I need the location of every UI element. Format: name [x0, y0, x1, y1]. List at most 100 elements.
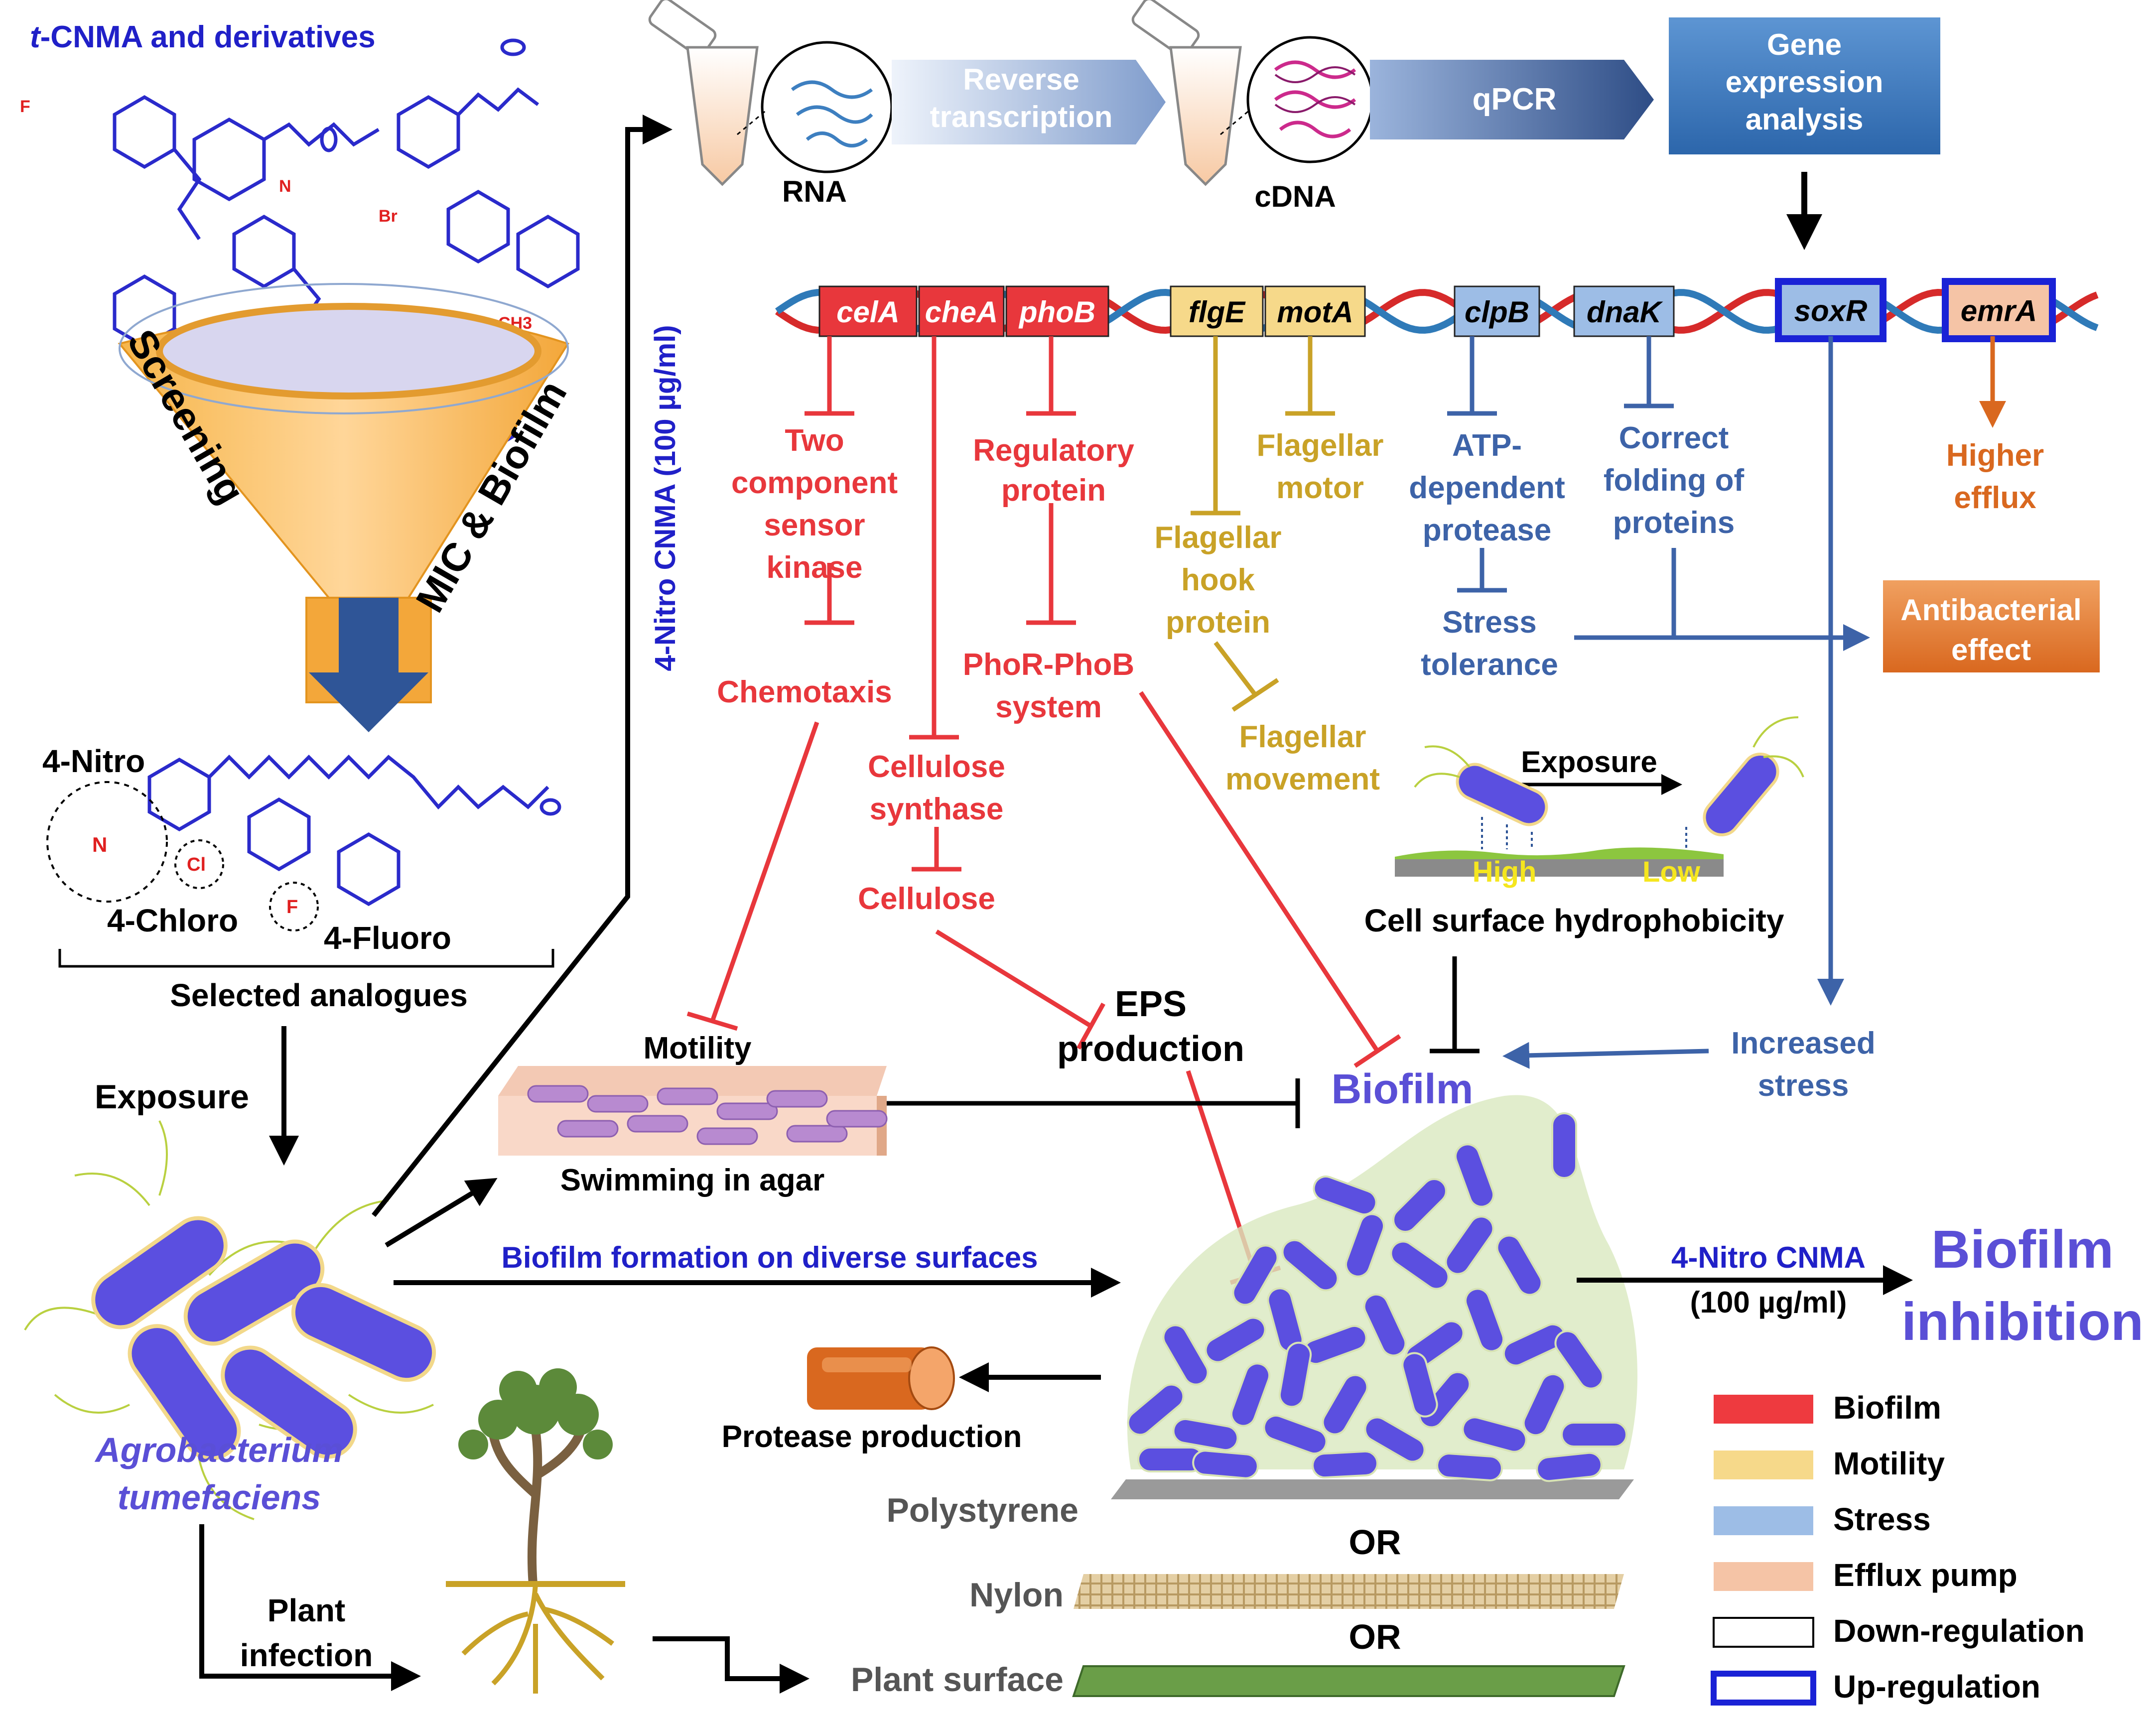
- biofilm-bacterium: [1390, 1240, 1450, 1290]
- two-component-line3: sensor: [764, 508, 865, 542]
- fluoro-highlight: [269, 882, 319, 931]
- qpcr-arrow: [1370, 60, 1654, 139]
- biofilm-formation-label: Biofilm formation on diverse surfaces: [502, 1241, 1038, 1274]
- gene-name: cheA: [925, 295, 998, 329]
- bacterium-cell: [128, 1324, 241, 1460]
- biofilm-bacterium: [1392, 1178, 1447, 1233]
- funnel-mouth: [156, 303, 541, 399]
- biofilm-bacterium: [1232, 1244, 1279, 1306]
- enal-chain: [457, 87, 539, 116]
- benzene-ring: [232, 214, 296, 289]
- fluoro-analogue-label: 4-Fluoro: [324, 920, 451, 956]
- legend-item: Stress: [1714, 1501, 1931, 1537]
- hydro-surface: [1395, 857, 1724, 877]
- gene-box: [918, 285, 1005, 337]
- stress-to-biofilm-arrow: [1502, 1042, 1709, 1069]
- biofilm-bacterium: [1496, 1234, 1543, 1296]
- bacterium-cell: [291, 1283, 436, 1382]
- funnel-rim: [119, 283, 569, 414]
- f-atom: F: [286, 897, 298, 918]
- biofilm-bacterium: [1322, 1374, 1368, 1436]
- flagellar-hook-line2: hook: [1181, 563, 1255, 597]
- biofilm-bacterium: [1312, 1450, 1378, 1479]
- biofilm-bacterium: [1561, 1422, 1627, 1448]
- cdna-strands: [1274, 60, 1356, 138]
- protease-label: Protease production: [722, 1420, 1022, 1454]
- inhibit-chemotaxis: [805, 563, 854, 625]
- biofilm-bacterium: [1230, 1362, 1271, 1427]
- biofilm-bacterium: [1278, 1341, 1312, 1408]
- bacterium-cell: [183, 1239, 325, 1346]
- bromo-atom: Br: [379, 207, 398, 226]
- gene-phoB: phoB: [1005, 285, 1109, 337]
- cl-atom: Cl: [187, 854, 206, 875]
- inhibit-biofilm-phor: [1139, 691, 1401, 1068]
- benzene-ring: [192, 117, 266, 202]
- exposure-label: Exposure: [95, 1078, 249, 1116]
- agar-bacterium: [766, 1090, 828, 1108]
- two-component-line2: component: [731, 466, 898, 500]
- biofilm-bacterium: [1172, 1418, 1239, 1451]
- legend-item: Biofilm: [1714, 1390, 1941, 1426]
- flagellar-movement-line1: Flagellar: [1239, 720, 1366, 754]
- legend-swatch: [1714, 1395, 1813, 1424]
- analogue-structures: [147, 755, 561, 907]
- motility-pathway: [1191, 336, 1335, 712]
- biofilm-bacterium: [1127, 1383, 1185, 1436]
- cellulose-synthase-line1: Cellulose: [868, 750, 1005, 784]
- chemotaxis-label: Chemotaxis: [717, 675, 892, 709]
- fluoro-atom: F: [20, 97, 30, 116]
- rna-strands: [791, 80, 873, 147]
- folding-line2: folding of: [1604, 463, 1745, 498]
- gene-box: [1573, 285, 1675, 337]
- antibacterial-effect-box: [1883, 580, 2100, 672]
- gene-box: [1170, 285, 1264, 337]
- legend-label: Biofilm: [1833, 1390, 1941, 1426]
- screening-funnel: Screening MIC & Biofilm: [118, 283, 575, 732]
- inhibit-stress-tolerance: [1457, 548, 1507, 593]
- biofilm-bacterium: [1454, 1143, 1495, 1208]
- motility-pathway-labels: Flagellar motor Flagellar hook protein F…: [1155, 428, 1384, 796]
- benzene-ring: [113, 95, 176, 169]
- benzene-ring: [516, 214, 580, 289]
- aldehyde-o: [539, 798, 561, 816]
- cdna-tube: [1131, 0, 1374, 186]
- eps-line1: EPS: [1115, 984, 1187, 1024]
- inhibit-eps: [935, 929, 1105, 1050]
- gene-box: [1942, 278, 2056, 342]
- hydro-flagella: [1414, 716, 1804, 788]
- hydrophobicity-panel: Exposure High Low Cell surface hydrophob…: [1364, 716, 1804, 1054]
- legend-label: Down-regulation: [1833, 1613, 2085, 1649]
- gene-clpB: clpB: [1454, 285, 1540, 337]
- biofilm-bacterium: [1436, 1452, 1503, 1481]
- legend-item: Efflux pump: [1714, 1557, 2018, 1593]
- qpcr-label: qPCR: [1473, 82, 1557, 117]
- hydro-bacterium-low: [1703, 753, 1779, 836]
- organism-name-line2: tumefaciens: [118, 1478, 321, 1517]
- rna-label: RNA: [782, 175, 847, 208]
- flagellar-motor-line2: motor: [1276, 471, 1364, 505]
- treatment-vertical-label: 4-Nitro CNMA (100 µg/ml): [649, 325, 681, 671]
- inhibit-biofilm-hydro: [1430, 956, 1480, 1054]
- selected-analogues-label: Selected analogues: [170, 977, 468, 1013]
- agar-bacterium: [587, 1095, 649, 1113]
- inhibit-flagellar-hook: [1191, 336, 1240, 516]
- regulatory-line2: protein: [1001, 473, 1106, 508]
- legend-label: Stress: [1833, 1501, 1931, 1537]
- benzene-ring: [397, 95, 460, 169]
- benzene-ring: [147, 757, 211, 832]
- nitro-n: N: [279, 177, 291, 196]
- analogue-bracket: [58, 949, 554, 968]
- legend-swatch: [1711, 1671, 1816, 1706]
- hydrophobicity-label: Cell surface hydrophobicity: [1364, 903, 1784, 938]
- biofilm-bacterium: [1205, 1317, 1266, 1363]
- plant-infection-line2: infection: [240, 1637, 373, 1673]
- phor-line1: PhoR-PhoB: [963, 648, 1134, 682]
- agar-bacterium: [627, 1115, 688, 1133]
- benzene-ring: [247, 797, 311, 872]
- inhibit-flagellar-motor: [1285, 336, 1335, 416]
- benzene-ring: [446, 189, 510, 264]
- legend-swatch: [1714, 1451, 1813, 1479]
- gene-name: flgE: [1189, 295, 1246, 329]
- biofilm-bacterium: [1536, 1451, 1603, 1482]
